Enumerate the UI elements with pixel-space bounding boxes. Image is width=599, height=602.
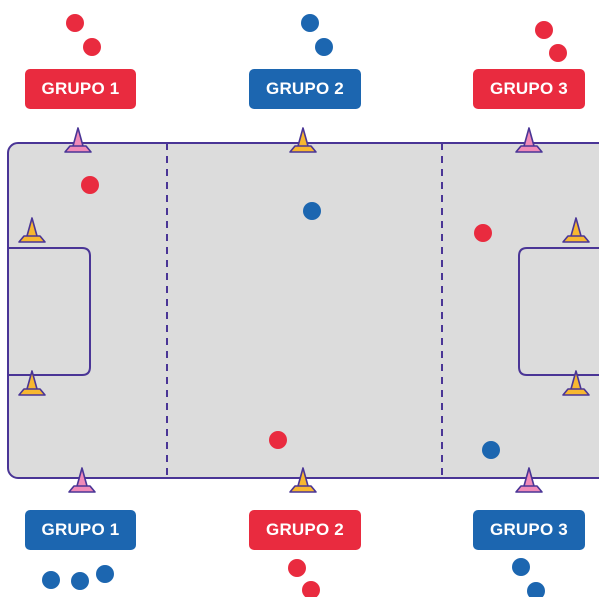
badge-bottom-grupo-2: GRUPO 2 <box>249 510 361 550</box>
badge-bottom-grupo-3: GRUPO 3 <box>473 510 585 550</box>
cone-icon <box>18 370 46 396</box>
playing-field <box>7 142 599 479</box>
player-dot-icon <box>288 559 306 577</box>
cone-icon <box>562 217 590 243</box>
player-dot-icon <box>83 38 101 56</box>
cone-icon <box>68 467 96 493</box>
badge-top-grupo-2: GRUPO 2 <box>249 69 361 109</box>
player-dot-icon <box>71 572 89 590</box>
badge-top-grupo-1: GRUPO 1 <box>25 69 136 109</box>
cone-icon <box>18 217 46 243</box>
player-dot-icon <box>301 14 319 32</box>
badge-top-grupo-3: GRUPO 3 <box>473 69 585 109</box>
player-dot-icon <box>315 38 333 56</box>
player-dot-icon <box>482 441 500 459</box>
badge-bottom-grupo-1: GRUPO 1 <box>25 510 136 550</box>
cone-icon <box>562 370 590 396</box>
player-dot-icon <box>269 431 287 449</box>
player-dot-icon <box>549 44 567 62</box>
cone-icon <box>515 467 543 493</box>
player-dot-icon <box>42 571 60 589</box>
player-dot-icon <box>96 565 114 583</box>
player-dot-icon <box>66 14 84 32</box>
player-dot-icon <box>302 581 320 599</box>
cone-icon <box>289 127 317 153</box>
player-dot-icon <box>81 176 99 194</box>
player-dot-icon <box>527 582 545 600</box>
cone-icon <box>64 127 92 153</box>
player-dot-icon <box>535 21 553 39</box>
player-dot-icon <box>303 202 321 220</box>
left-goal-area <box>8 247 91 376</box>
cone-icon <box>289 467 317 493</box>
cone-icon <box>515 127 543 153</box>
player-dot-icon <box>474 224 492 242</box>
right-goal-area <box>518 247 599 376</box>
player-dot-icon <box>512 558 530 576</box>
